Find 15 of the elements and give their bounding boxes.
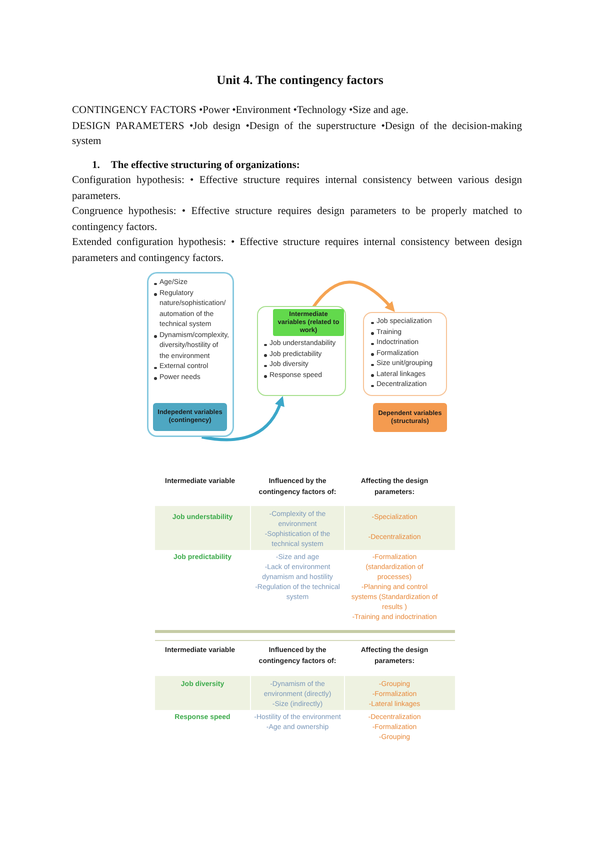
heading-tag bbox=[373, 403, 447, 432]
list-panel bbox=[257, 306, 346, 396]
page-title: Unit 4. The contingency factors bbox=[216, 72, 384, 88]
paragraph: DESIGN PARAMETERS •Job design •Design of the superstructure •Design of the decision-making system bbox=[72, 120, 522, 149]
paragraph: Configuration hypothesis: • Effective structure requires internal consistency between various design parameters. bbox=[72, 174, 522, 204]
paragraph: Congruence hypothesis: • Effective structure requires design parameters to be properly matched to contingency factors. bbox=[72, 205, 522, 234]
list-number: 1. bbox=[92, 159, 100, 173]
paragraph: CONTINGENCY FACTORS •Power •Environment •Technology •Size and age. bbox=[72, 104, 410, 118]
heading-tag bbox=[153, 403, 227, 431]
curved-arrow bbox=[310, 280, 396, 312]
list-panel bbox=[363, 312, 447, 396]
curved-arrow bbox=[202, 396, 284, 442]
section-heading: The effective structuring of organizations: bbox=[110, 159, 300, 173]
list-panel bbox=[147, 272, 234, 437]
paragraph: Extended configuration hypothesis: • Effective structure requires internal consistency between design parameters and contingency factors. bbox=[72, 236, 522, 266]
